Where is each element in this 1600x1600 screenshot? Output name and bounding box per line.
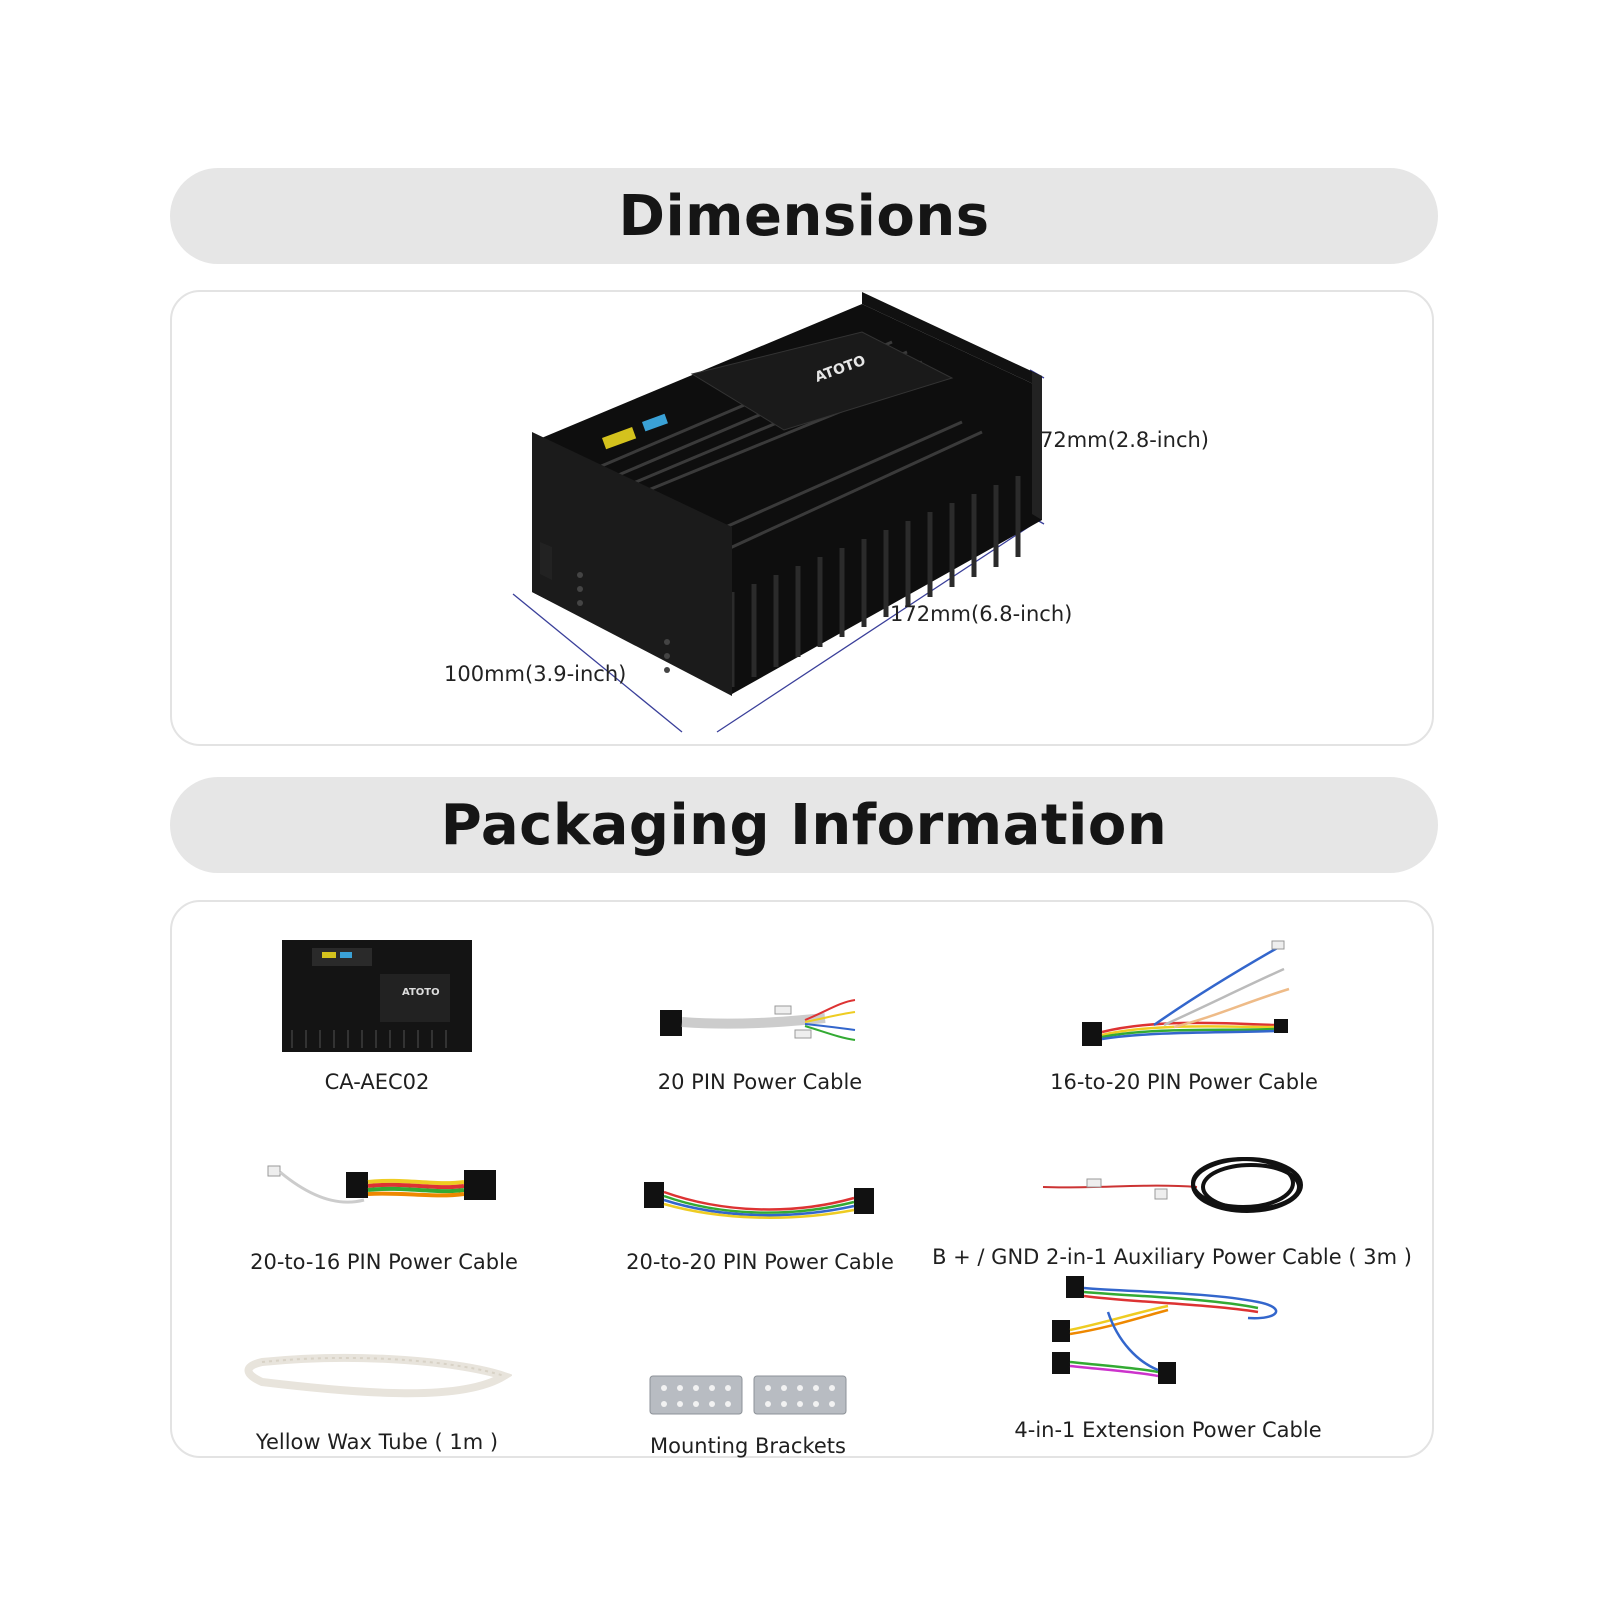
cable-icon [1082,940,1290,1046]
dimensions-panel: ATOTO 72mm(2.8-inch) 172mm(6.8-inch) 100… [170,290,1434,746]
dimensions-title: Dimensions [618,183,990,249]
package-item-label: 16-to-20 PIN Power Cable [1050,1070,1318,1094]
package-item-20-to-16-cable: 20-to-16 PIN Power Cable [164,1102,604,1274]
cable-icon [267,1165,496,1204]
package-item-extension-cable: 4-in-1 Extension Power Cable [948,1266,1388,1442]
package-item-20-to-20-cable: 20-to-20 PIN Power Cable [540,1102,980,1274]
package-item-label: 20-to-20 PIN Power Cable [626,1250,894,1274]
dimensions-header: Dimensions [170,168,1438,264]
packaging-panel: ATOTO CA-AEC02 [170,900,1434,1458]
device-dimension-illustration: ATOTO [512,292,1045,733]
package-item-aux-power-cable: B + / GND 2-in-1 Auxiliary Power Cable (… [932,1097,1412,1269]
package-item-label: 4-in-1 Extension Power Cable [1014,1418,1322,1442]
package-item-20pin-cable: 20 PIN Power Cable [540,922,980,1094]
package-item-16-to-20-cable: 16-to-20 PIN Power Cable [964,922,1404,1094]
packaging-title: Packaging Information [440,792,1168,858]
package-item-label: 20-to-16 PIN Power Cable [250,1250,518,1274]
package-item-label: Yellow Wax Tube ( 1m ) [255,1430,499,1454]
width-dimension-label: 100mm(3.9-inch) [444,662,627,686]
device-icon: ATOTO [282,940,472,1052]
coiled-cable-icon [1042,1157,1303,1213]
packaging-header: Packaging Information [170,777,1438,873]
cable-icon [644,1182,874,1219]
package-item-label: B + / GND 2-in-1 Auxiliary Power Cable (… [932,1245,1412,1269]
height-dimension-label: 72mm(2.8-inch) [1040,428,1209,452]
package-item-wax-tube: Yellow Wax Tube ( 1m ) [157,1282,597,1454]
bracket-icon [649,1375,847,1415]
package-item-label: CA-AEC02 [324,1070,430,1094]
package-item-label: Mounting Brackets [650,1434,846,1458]
length-dimension-label: 172mm(6.8-inch) [890,602,1073,626]
package-item-mounting-brackets: Mounting Brackets [528,1286,968,1458]
wax-tube-icon [244,1353,512,1398]
cable-icon [660,999,856,1041]
package-item-label: 20 PIN Power Cable [657,1070,863,1094]
svg-text:ATOTO: ATOTO [402,987,440,998]
harness-icon [1052,1276,1278,1384]
package-item-device: ATOTO CA-AEC02 [157,922,597,1094]
